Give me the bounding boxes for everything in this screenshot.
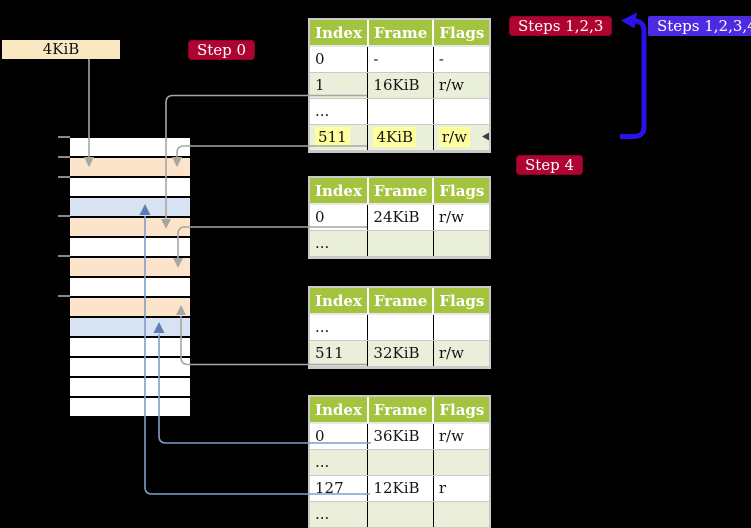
cell-flags bbox=[433, 230, 490, 257]
table-row: 0 36KiB r/w bbox=[310, 423, 490, 450]
col-header-frame: Frame bbox=[367, 397, 435, 424]
cell-frame: 12KiB bbox=[367, 475, 434, 502]
frame-row-12kib-mapped bbox=[70, 198, 190, 216]
cell-flags bbox=[433, 501, 490, 528]
cell-frame bbox=[367, 98, 434, 125]
table-row: 511 32KiB r/w bbox=[310, 340, 490, 367]
cell-frame: 4KiB bbox=[367, 124, 434, 151]
cell-frame: - bbox=[367, 46, 434, 73]
table-row: ... bbox=[310, 449, 490, 476]
col-header-frame: Frame bbox=[367, 178, 435, 205]
cr3-value-box: 4KiB bbox=[2, 40, 120, 59]
step4-badge: Step 4 bbox=[516, 155, 584, 175]
page-table-level1: Index Frame Flags 0 36KiB r/w ... 127 12… bbox=[308, 395, 492, 528]
cell-index: 0 bbox=[310, 204, 369, 231]
frame-row-28kib bbox=[70, 278, 190, 296]
frame-row-32kib-page-table bbox=[70, 298, 190, 316]
cell-frame bbox=[367, 449, 434, 476]
cell-flags bbox=[433, 449, 490, 476]
address-tick-marks bbox=[58, 136, 70, 297]
table-row: ... bbox=[310, 501, 490, 528]
physical-memory-stack bbox=[70, 138, 190, 418]
cell-frame bbox=[367, 314, 434, 341]
cell-index: 127 bbox=[310, 475, 369, 502]
col-header-flags: Flags bbox=[433, 20, 490, 47]
col-header-index: Index bbox=[310, 178, 369, 205]
cell-flags: r/w bbox=[433, 124, 490, 151]
cell-index: 0 bbox=[310, 46, 369, 73]
steps1234-badge: Steps 1,2,3,4 bbox=[648, 16, 751, 36]
frame-row-4kib-page-table bbox=[70, 158, 190, 176]
cell-frame bbox=[367, 501, 434, 528]
table-row: 0 24KiB r/w bbox=[310, 204, 490, 231]
cell-flags: r/w bbox=[433, 204, 490, 231]
cell-index: ... bbox=[310, 230, 369, 257]
highlighted-value: 511 bbox=[315, 127, 350, 147]
cell-flags: r bbox=[433, 475, 490, 502]
col-header-frame: Frame bbox=[367, 20, 435, 47]
cell-flags: r/w bbox=[433, 72, 490, 99]
frame-row-40kib bbox=[70, 338, 190, 356]
cell-frame: 36KiB bbox=[367, 423, 434, 450]
recursive-loop-arrowhead-icon bbox=[621, 12, 637, 29]
cell-flags bbox=[433, 98, 490, 125]
frame-row-36kib-mapped bbox=[70, 318, 190, 336]
cell-frame: 32KiB bbox=[367, 340, 434, 367]
recursive-loop-arrow bbox=[620, 18, 647, 139]
frame-row-24kib-page-table bbox=[70, 258, 190, 276]
cell-flags: r/w bbox=[433, 340, 490, 367]
table-row-recursive-entry: 511 4KiB r/w bbox=[310, 124, 490, 151]
cell-index: 511 bbox=[310, 340, 369, 367]
table-header-row: Index Frame Flags bbox=[310, 178, 490, 205]
frame-row-44kib bbox=[70, 358, 190, 376]
table-header-row: Index Frame Flags bbox=[310, 288, 490, 315]
cell-index: ... bbox=[310, 314, 369, 341]
cell-index: ... bbox=[310, 98, 369, 125]
cell-index: 0 bbox=[310, 423, 369, 450]
table-row: ... bbox=[310, 314, 490, 341]
frame-row-52kib bbox=[70, 398, 190, 416]
frame-row-48kib bbox=[70, 378, 190, 396]
frame-row-20kib bbox=[70, 238, 190, 256]
highlighted-value: 4KiB bbox=[373, 127, 416, 147]
col-header-index: Index bbox=[310, 20, 369, 47]
cell-flags: r/w bbox=[433, 423, 490, 450]
table-header-row: Index Frame Flags bbox=[310, 397, 490, 424]
cell-flags: - bbox=[433, 46, 490, 73]
table-row: ... bbox=[310, 98, 490, 125]
table-row: 1 16KiB r/w bbox=[310, 72, 490, 99]
table-row: 127 12KiB r bbox=[310, 475, 490, 502]
page-table-level4: Index Frame Flags 0 - - 1 16KiB r/w ... … bbox=[308, 18, 492, 153]
cr3-value-label: 4KiB bbox=[42, 40, 80, 58]
highlighted-value: r/w bbox=[438, 127, 470, 147]
steps123-badge: Steps 1,2,3 bbox=[509, 16, 613, 36]
table-header-row: Index Frame Flags bbox=[310, 20, 490, 47]
table-row: 0 - - bbox=[310, 46, 490, 73]
col-header-index: Index bbox=[310, 397, 369, 424]
col-header-flags: Flags bbox=[433, 397, 490, 424]
cell-frame: 24KiB bbox=[367, 204, 434, 231]
col-header-frame: Frame bbox=[367, 288, 435, 315]
cell-index: ... bbox=[310, 449, 369, 476]
frame-row-16kib-page-table bbox=[70, 218, 190, 236]
step0-badge: Step 0 bbox=[188, 40, 256, 60]
frame-row-8kib bbox=[70, 178, 190, 196]
cell-frame: 16KiB bbox=[367, 72, 434, 99]
cell-index: 1 bbox=[310, 72, 369, 99]
table-row: ... bbox=[310, 230, 490, 257]
page-table-level3: Index Frame Flags 0 24KiB r/w ... bbox=[308, 176, 492, 259]
col-header-flags: Flags bbox=[433, 178, 490, 205]
frame-row-0 bbox=[70, 138, 190, 156]
col-header-flags: Flags bbox=[433, 288, 490, 315]
cell-index: ... bbox=[310, 501, 369, 528]
cell-index: 511 bbox=[310, 124, 369, 151]
cell-frame bbox=[367, 230, 434, 257]
cell-flags bbox=[433, 314, 490, 341]
col-header-index: Index bbox=[310, 288, 369, 315]
page-table-level2: Index Frame Flags ... 511 32KiB r/w bbox=[308, 286, 492, 369]
